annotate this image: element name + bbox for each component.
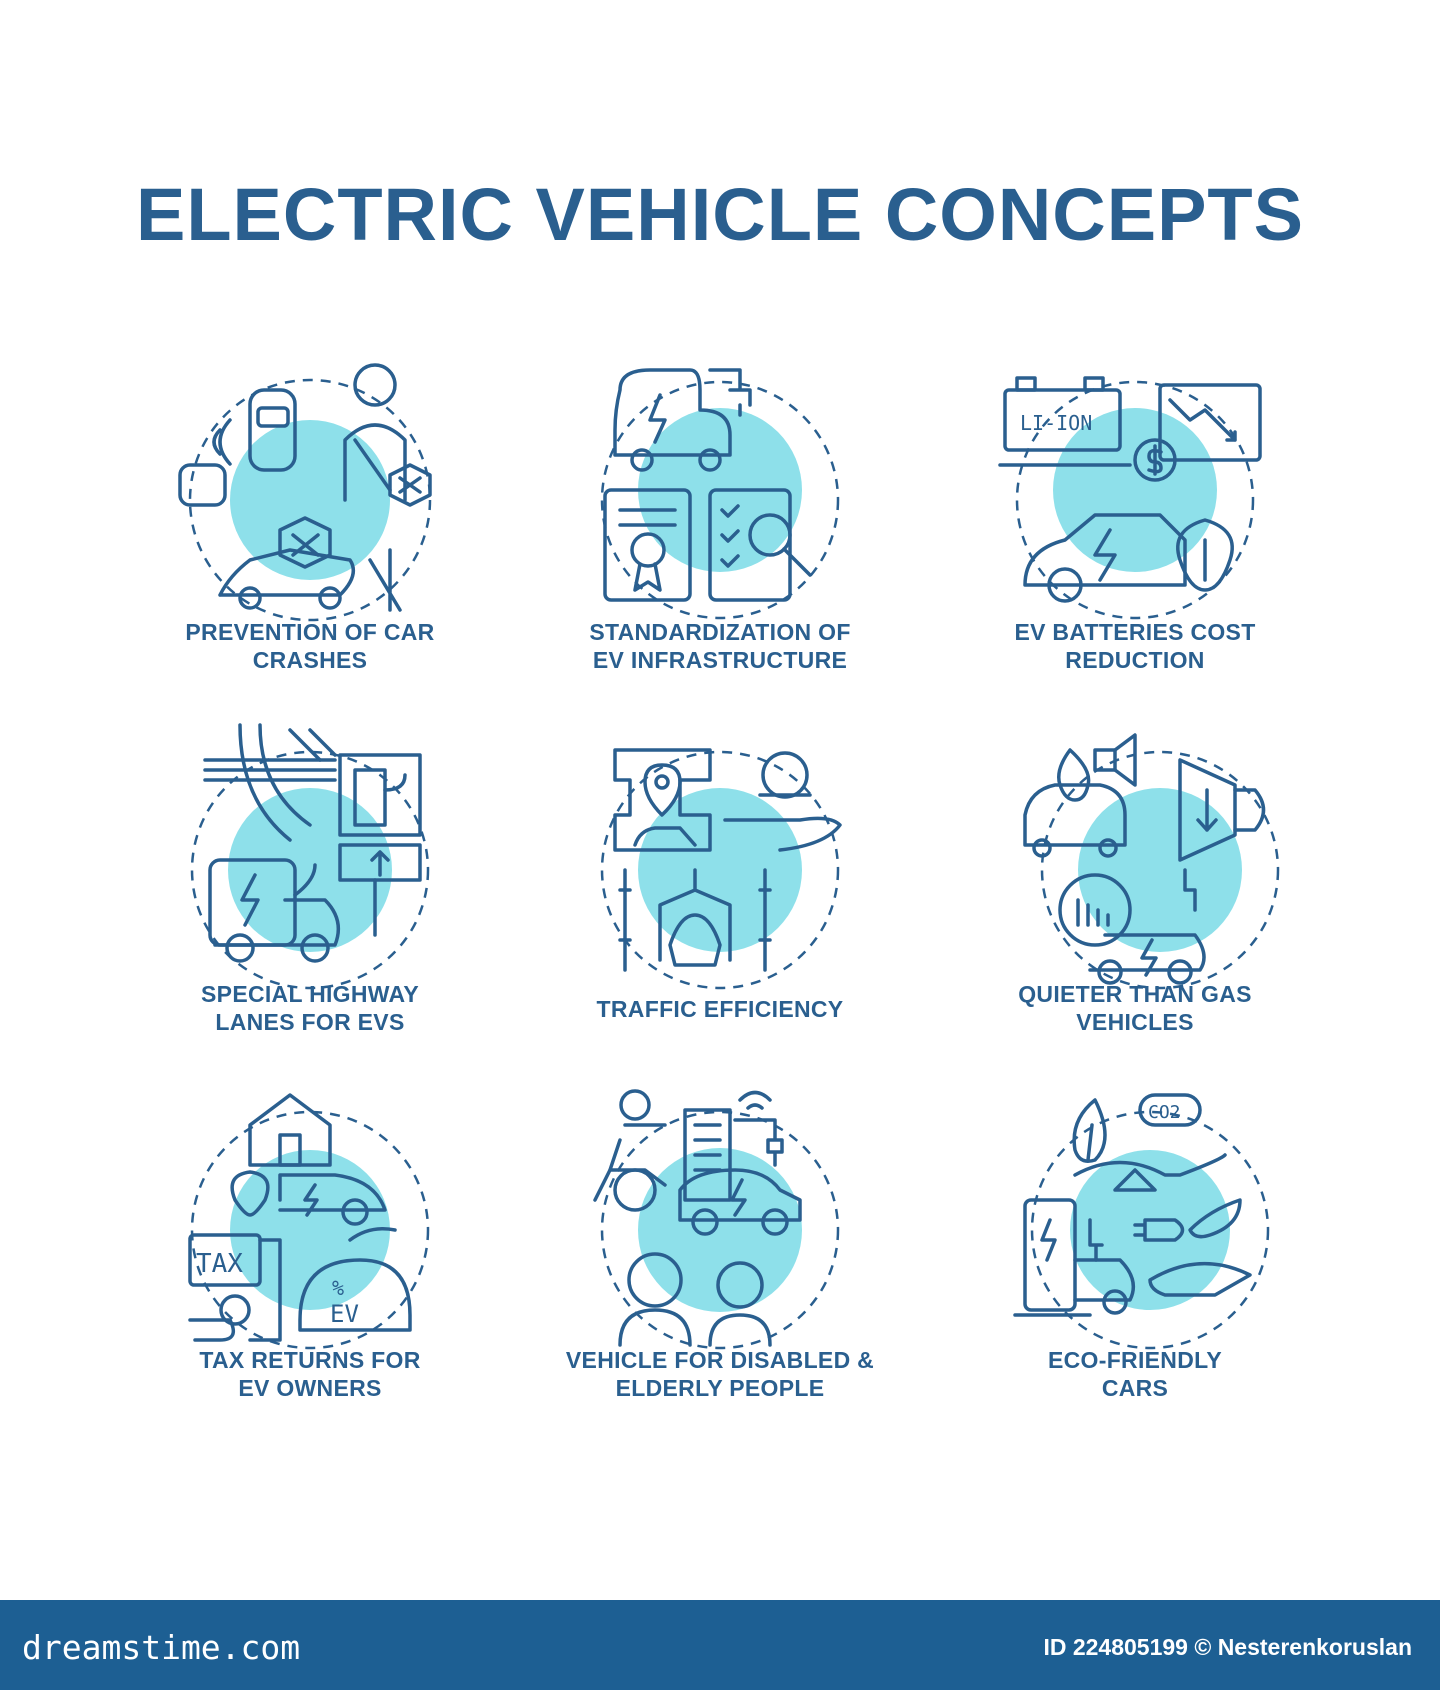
concept-label-3: EV BATTERIES COST REDUCTION: [1014, 619, 1256, 673]
concept-label-5: TRAFFIC EFFICIENCY: [596, 996, 844, 1022]
concept-label-8: VEHICLE FOR DISABLED & ELDERLY PEOPLE: [565, 1347, 875, 1401]
ev-certificate-icon: [570, 350, 870, 650]
footer-credit: ID 224805199 © Nesterenkoruslan: [1043, 1634, 1412, 1660]
quiet-vehicle-icon: [1010, 720, 1310, 1020]
svg-text:CO2: CO2: [1148, 1102, 1181, 1123]
concept-label-6: QUIETER THAN GAS VEHICLES: [1018, 981, 1252, 1035]
highway-lane-icon: [160, 720, 460, 1020]
footer-bar: dreamstime.com ID 224805199 © Nesterenko…: [0, 1600, 1440, 1690]
car-crash-icon: [160, 350, 460, 650]
concept-label-9: ECO-FRIENDLY CARS: [1048, 1347, 1222, 1401]
traffic-efficiency-icon: [570, 720, 870, 1020]
concept-label-2: STANDARDIZATION OF EV INFRASTRUCTURE: [589, 619, 851, 673]
svg-text:%: %: [332, 1276, 344, 1300]
battery-cost-icon: LI-ION: [985, 350, 1285, 650]
concept-label-4: SPECIAL HIGHWAY LANES FOR EVS: [201, 981, 419, 1035]
svg-text:LI-ION: LI-ION: [1020, 411, 1092, 435]
concept-label-1: PREVENTION OF CAR CRASHES: [185, 619, 435, 673]
eco-car-icon: CO2: [1000, 1080, 1300, 1380]
tax-return-icon: TAX % EV: [160, 1080, 460, 1380]
concept-label-7: TAX RETURNS FOR EV OWNERS: [199, 1347, 421, 1401]
svg-text:TAX: TAX: [196, 1249, 243, 1279]
footer-brand: dreamstime.com: [22, 1628, 301, 1667]
page-title: ELECTRIC VEHICLE CONCEPTS: [136, 173, 1304, 256]
svg-text:EV: EV: [330, 1300, 359, 1328]
accessible-vehicle-icon: [570, 1080, 870, 1380]
